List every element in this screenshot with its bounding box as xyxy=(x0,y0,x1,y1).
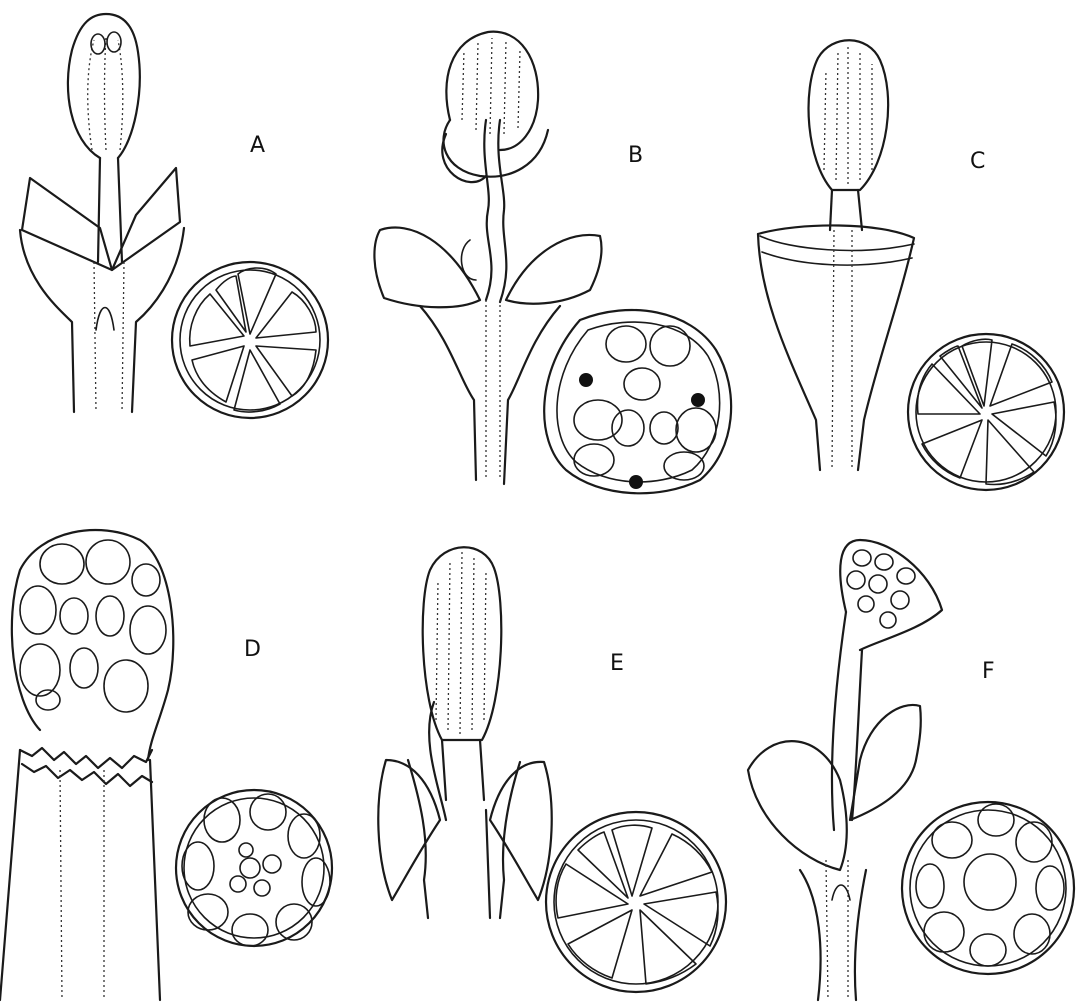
panel-a-cross-section xyxy=(172,262,328,418)
panel-e-cross-section xyxy=(546,812,726,992)
panel-c-cross-section xyxy=(908,334,1064,490)
panel-label-c: C xyxy=(970,149,985,174)
panel-d-cross-section xyxy=(176,790,332,946)
panel-f-cross-section xyxy=(902,802,1074,974)
panel-label-e: E xyxy=(610,651,624,676)
panel-a-longitudinal-section xyxy=(20,14,184,412)
panel-b-cross-section xyxy=(544,310,731,493)
panel-label-f: F xyxy=(982,659,995,684)
panel-c-longitudinal-section xyxy=(758,40,914,470)
panel-label-b: B xyxy=(628,143,643,168)
panel-d: D xyxy=(0,530,332,1000)
panel-b-longitudinal-section xyxy=(374,32,601,484)
panel-f: F xyxy=(748,540,1074,1000)
panel-e: E xyxy=(378,547,726,992)
panel-c: C xyxy=(758,40,1064,490)
panel-b: B xyxy=(374,32,731,494)
panel-label-a: A xyxy=(250,133,265,158)
panel-label-d: D xyxy=(244,637,261,662)
panel-d-longitudinal-section xyxy=(0,530,173,1000)
panel-e-longitudinal-section xyxy=(378,547,551,918)
panel-a: A xyxy=(20,14,328,418)
